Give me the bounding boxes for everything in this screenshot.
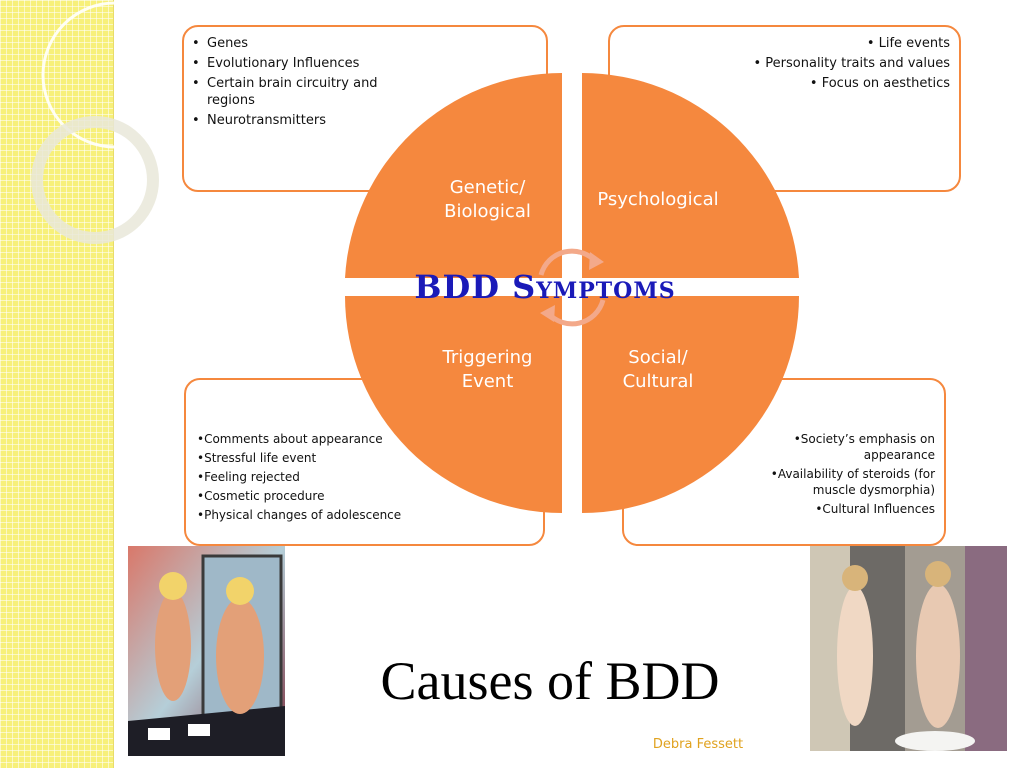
quadrant-label-genetic: Genetic/ Biological	[444, 177, 531, 222]
list-item: Society’s emphasis on appearance	[735, 431, 935, 463]
quadrant-triggering	[345, 296, 562, 513]
social-causes-list: Society’s emphasis on appearance Availab…	[735, 431, 935, 520]
quadrant-label-social: Social/ Cultural	[622, 347, 694, 392]
quadrant-social	[582, 296, 799, 513]
mirror-reflection-photo	[810, 546, 1007, 751]
quadrant-psychological	[582, 72, 799, 278]
author-footer: Debra Fessett	[652, 737, 744, 752]
genetic-causes-list: Genes Evolutionary Influences Certain br…	[192, 35, 407, 132]
list-item: Physical changes of adolescence	[197, 507, 437, 523]
list-item: Genes	[192, 35, 407, 52]
deco-ring-small	[31, 116, 159, 244]
cycle-arrows-icon	[538, 248, 606, 327]
quadrant-label-triggering: Triggering Event	[442, 347, 533, 392]
list-item: Stressful life event	[197, 450, 437, 466]
list-item: Comments about appearance	[197, 431, 437, 447]
list-item: Focus on aesthetics	[710, 75, 950, 92]
center-title: BDD Symptoms	[414, 268, 676, 306]
list-item: Feeling rejected	[197, 469, 437, 485]
quadrant-genetic	[345, 72, 562, 278]
list-item: Certain brain circuitry and regions	[192, 75, 407, 109]
list-item: Life events	[710, 35, 950, 52]
list-item: Availability of steroids (for muscle dys…	[735, 466, 935, 498]
list-item: Cultural Influences	[735, 501, 935, 517]
mirror-illustration-image	[128, 546, 285, 756]
psychological-causes-box: Life events Personality traits and value…	[608, 25, 961, 192]
list-item: Cosmetic procedure	[197, 488, 437, 504]
list-item: Neurotransmitters	[192, 112, 407, 129]
triggering-causes-list: Comments about appearance Stressful life…	[197, 431, 437, 526]
slide-title: Causes of BDD	[380, 651, 720, 711]
list-item: Personality traits and values	[710, 55, 950, 72]
psychological-causes-list: Life events Personality traits and value…	[710, 35, 950, 95]
list-item: Evolutionary Influences	[192, 55, 407, 72]
quadrant-label-psychological: Psychological	[597, 189, 719, 210]
